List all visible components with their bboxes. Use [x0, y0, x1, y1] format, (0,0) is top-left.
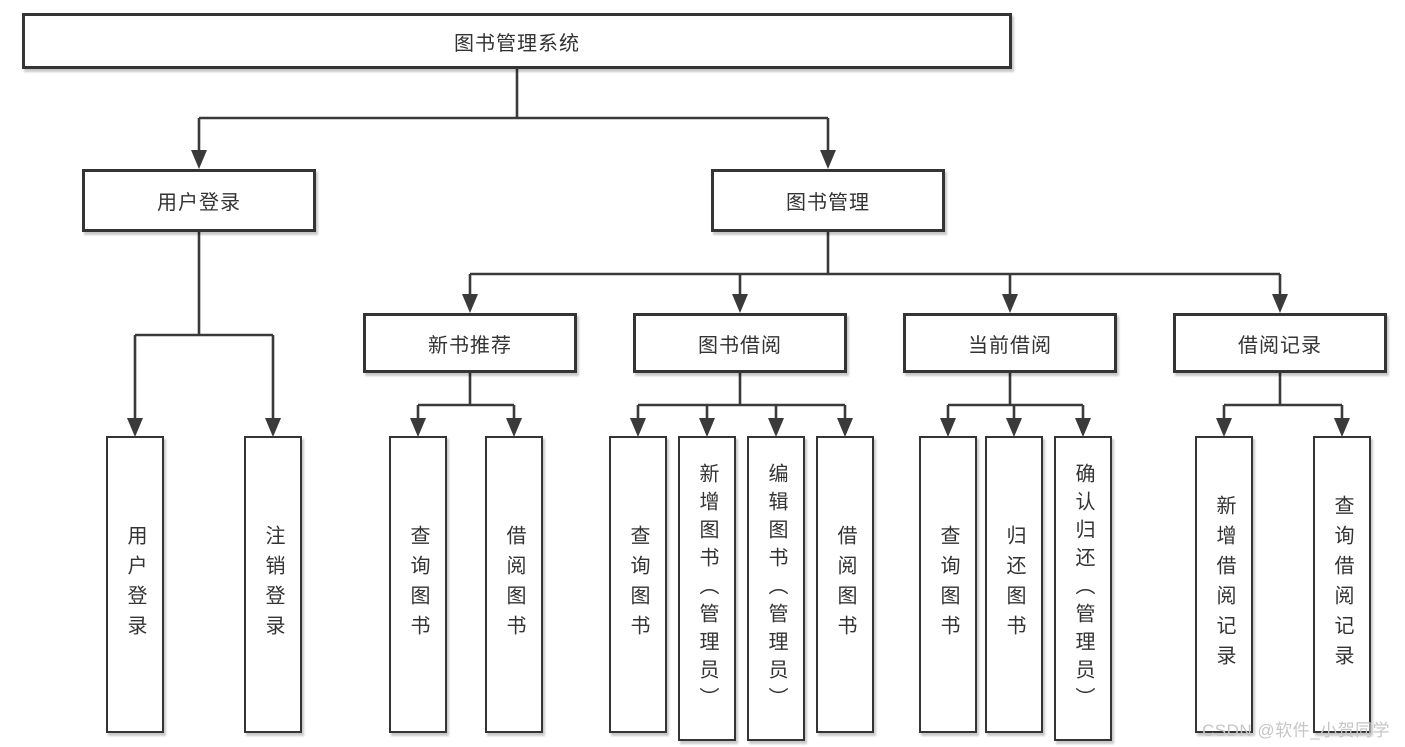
- arrowhead: [1075, 418, 1091, 437]
- node-current-borrow: 当前借阅: [903, 313, 1117, 373]
- arrowhead: [410, 418, 426, 437]
- node-user-login: 用户登录: [82, 169, 316, 232]
- arrowhead: [1002, 294, 1018, 313]
- node-root-system: 图书管理系统: [22, 13, 1012, 69]
- arrowhead: [940, 418, 956, 437]
- arrowhead: [265, 418, 281, 437]
- arrowhead: [1272, 294, 1288, 313]
- arrowhead: [191, 150, 207, 169]
- arrowhead: [127, 418, 143, 437]
- node-book-management: 图书管理: [711, 169, 945, 232]
- csdn-watermark: CSDN @软件_小贺同学: [1202, 721, 1391, 740]
- node-leaf-add-books-admin: 新增图书（管理员）: [678, 436, 736, 741]
- node-leaf-user-login: 用户登录: [106, 436, 164, 733]
- arrowhead: [1334, 418, 1350, 437]
- node-leaf-edit-books-admin: 编辑图书（管理员）: [747, 436, 805, 741]
- node-book-borrow: 图书借阅: [633, 313, 847, 373]
- node-borrow-record: 借阅记录: [1173, 313, 1387, 373]
- node-leaf-borrow-books: 借阅图书: [816, 436, 874, 733]
- arrowhead: [462, 294, 478, 313]
- node-leaf-borrow-books-recommend: 借阅图书: [485, 436, 543, 733]
- arrowhead: [630, 418, 646, 437]
- node-leaf-logout: 注销登录: [244, 436, 302, 733]
- arrowhead: [732, 294, 748, 313]
- arrowhead: [837, 418, 853, 437]
- arrowhead: [768, 418, 784, 437]
- connector-paths: [133, 69, 1344, 420]
- node-leaf-query-books-recommend: 查询图书: [389, 436, 447, 733]
- arrowhead: [699, 418, 715, 437]
- node-leaf-query-books-current: 查询图书: [919, 436, 977, 733]
- node-leaf-query-books-borrow: 查询图书: [609, 436, 667, 733]
- node-leaf-confirm-return-admin: 确认归还（管理员）: [1054, 436, 1112, 741]
- node-leaf-query-borrow-record: 查询借阅记录: [1313, 436, 1371, 733]
- arrowhead: [1006, 418, 1022, 437]
- node-leaf-add-borrow-record: 新增借阅记录: [1195, 436, 1253, 733]
- arrowhead: [820, 150, 836, 169]
- node-new-book-recommend: 新书推荐: [363, 313, 577, 373]
- node-leaf-return-books: 归还图书: [985, 436, 1043, 733]
- arrowhead: [1216, 418, 1232, 437]
- arrowhead: [506, 418, 522, 437]
